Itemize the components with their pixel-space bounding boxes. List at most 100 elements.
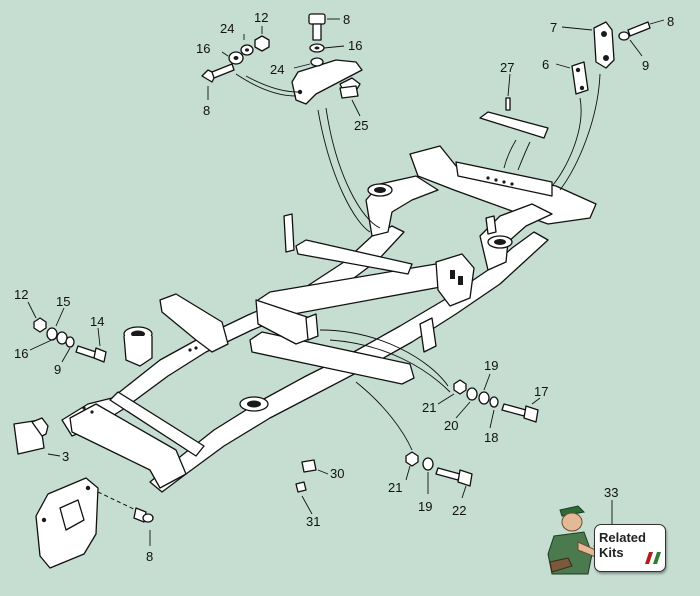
callout-27[interactable]: 27 <box>500 60 514 75</box>
callout-8[interactable]: 8 <box>343 12 350 27</box>
callout-12[interactable]: 12 <box>254 10 268 25</box>
rear-spring-hanger-left <box>159 293 229 353</box>
bump-rubber-3-lug <box>31 417 49 437</box>
front-cross-tube <box>295 239 413 275</box>
callout-14[interactable]: 14 <box>90 314 104 329</box>
washer-19-lower <box>422 457 434 471</box>
callout-19[interactable]: 19 <box>418 499 432 514</box>
mount-plate-recess <box>59 499 85 531</box>
callout-9[interactable]: 9 <box>54 362 61 377</box>
front-hanger-bracket-7 <box>593 21 615 69</box>
stud-27 <box>505 97 511 111</box>
bolt-22-head <box>457 469 473 487</box>
red-stripe <box>645 552 653 564</box>
callout-20[interactable]: 20 <box>444 418 458 433</box>
rear-spring-tower-left <box>123 335 153 367</box>
callout-19[interactable]: 19 <box>484 358 498 373</box>
left-chassis-rail <box>61 225 405 437</box>
front-bracket-group <box>479 21 651 191</box>
front-side-panel <box>435 253 475 307</box>
callout-31[interactable]: 31 <box>306 514 320 529</box>
screw-31 <box>295 481 307 493</box>
nut-12-top <box>254 35 270 52</box>
panel-slot-1 <box>450 270 455 279</box>
callout-8[interactable]: 8 <box>146 549 153 564</box>
bolt-8-top-head <box>308 13 326 25</box>
callout-6[interactable]: 6 <box>542 57 549 72</box>
callout-15[interactable]: 15 <box>56 294 70 309</box>
left-fastener-group <box>13 317 154 569</box>
screw-30 <box>301 459 317 473</box>
callout-22[interactable]: 22 <box>452 503 466 518</box>
rear-spring-cup-right-hole <box>247 400 261 408</box>
shackle-plate-6 <box>571 61 589 95</box>
mechanic-icon <box>547 505 607 575</box>
engine-mount-bracket-group <box>201 13 381 233</box>
stud-25 <box>339 85 359 99</box>
rear-spring-cup-left-hole <box>131 330 145 338</box>
related-kits-line1: Related <box>599 530 646 545</box>
callout-17[interactable]: 17 <box>534 384 548 399</box>
callout-3[interactable]: 3 <box>62 449 69 464</box>
callout-18[interactable]: 18 <box>484 430 498 445</box>
bump-stop-bracket-1 <box>283 213 295 253</box>
body-mount-bracket <box>419 317 437 353</box>
callout-8[interactable]: 8 <box>667 14 674 29</box>
front-spring-cup-right-hole <box>494 239 506 245</box>
nut-24-right <box>310 57 324 67</box>
bolt-17-head <box>523 405 539 423</box>
chassis-frame <box>61 145 597 493</box>
mid-outrigger <box>255 299 313 345</box>
related-kits-line2: Kits <box>599 545 624 560</box>
washer-9-right <box>618 31 630 41</box>
callout-33[interactable]: 33 <box>604 485 618 500</box>
washer-19-upper <box>478 391 490 405</box>
bolt-14-head <box>93 347 107 363</box>
callout-9[interactable]: 9 <box>642 58 649 73</box>
callout-24[interactable]: 24 <box>220 21 234 36</box>
bracket-hole <box>297 89 303 95</box>
callout-21[interactable]: 21 <box>422 400 436 415</box>
related-kits-card[interactable]: Related Kits <box>594 524 666 572</box>
gearbox-crossmember <box>249 331 415 385</box>
right-fastener-group <box>295 329 539 493</box>
washer-18 <box>489 396 499 408</box>
engine-mount-bracket <box>291 59 363 105</box>
callout-16[interactable]: 16 <box>14 346 28 361</box>
rear-cross-tube <box>109 391 205 457</box>
rear-crossmember <box>69 403 187 489</box>
callout-21[interactable]: 21 <box>388 480 402 495</box>
callout-leaders <box>27 18 665 546</box>
callout-25[interactable]: 25 <box>354 118 368 133</box>
bump-stop-bracket-3 <box>305 313 319 341</box>
bump-stop-bracket-2 <box>485 215 497 235</box>
bolt-8-left-shank <box>211 63 235 79</box>
bolt-14-shank <box>75 345 97 359</box>
callout-30[interactable]: 30 <box>330 466 344 481</box>
callout-24[interactable]: 24 <box>270 62 284 77</box>
washer-9-lower <box>65 336 75 348</box>
nut-12-left <box>33 317 47 333</box>
callout-16[interactable]: 16 <box>196 41 210 56</box>
front-bumper-plate <box>455 161 553 197</box>
related-kits-badge[interactable]: Related Kits <box>538 502 666 580</box>
bolt-17-shank <box>501 403 527 417</box>
nut-21-lower <box>405 451 419 467</box>
callout-16[interactable]: 16 <box>348 38 362 53</box>
bolt-22-shank <box>435 467 461 481</box>
rivet-dots <box>82 176 514 414</box>
callout-12[interactable]: 12 <box>14 287 28 302</box>
callout-8[interactable]: 8 <box>203 103 210 118</box>
callout-7[interactable]: 7 <box>550 20 557 35</box>
green-stripe <box>653 552 661 564</box>
bolt-8-right-shank <box>627 21 651 37</box>
front-right-arch <box>479 203 553 271</box>
bolt-8-bottom-washer <box>142 513 154 523</box>
nut-21-upper <box>453 379 467 395</box>
kits-stripes-icon <box>645 552 661 564</box>
bolt-8-top-shank <box>312 23 322 41</box>
bracket-bar-27 <box>479 111 549 139</box>
panel-slot-2 <box>458 276 463 285</box>
callout-numbers: 8 12 24 16 8 16 24 25 7 8 6 9 27 12 15 1… <box>14 10 674 564</box>
